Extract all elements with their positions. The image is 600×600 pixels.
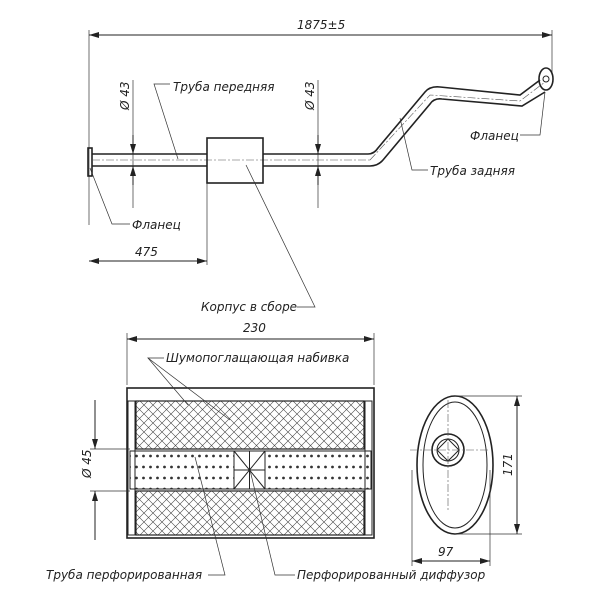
sound-absorbing-packing-top: [135, 400, 365, 450]
front-diameter-dimension: Ø 43: [118, 80, 136, 208]
label-body: Корпус в сборе: [201, 300, 297, 314]
muffler-section-view: 230 Ø 45: [46, 321, 522, 582]
muffler-body: [206, 137, 264, 184]
label-flange-left: Фланец: [132, 218, 181, 232]
flange-left: [87, 147, 93, 177]
label-perforated-diffuser: Перфорированный диффузор: [297, 568, 486, 582]
exhaust-pipe: [87, 67, 554, 184]
offset-length-dimension: 475: [89, 183, 208, 265]
overall-length-dimension: 1875±5: [88, 18, 553, 225]
rear-diameter-dimension: Ø 43: [303, 80, 321, 208]
muffler-end-view: [410, 395, 494, 535]
tube-diameter-value: Ø 45: [80, 449, 94, 479]
label-flange-right: Фланец: [470, 129, 519, 143]
muffler-length-dimension: 230: [126, 321, 375, 385]
muffler-width-value: 97: [438, 545, 454, 559]
offset-length-value: 475: [135, 245, 158, 259]
label-front-pipe: Труба передняя: [173, 80, 274, 94]
label-rear-pipe: Труба задняя: [430, 164, 515, 178]
sound-absorbing-packing-bottom: [135, 490, 365, 536]
exhaust-assembly-view: 1875±5 Ø 43 Ø 43: [87, 18, 554, 314]
muffler-width-dimension: 97: [411, 470, 491, 566]
tube-diameter-dimension: Ø 45: [80, 400, 130, 540]
perforated-diffuser: [233, 450, 266, 490]
perforated-tube-left: [129, 450, 235, 490]
front-diameter-value: Ø 43: [118, 81, 132, 111]
muffler-length-value: 230: [243, 321, 266, 335]
muffler-height-value: 171: [501, 453, 515, 476]
label-perforated-tube: Труба перфорированная: [46, 568, 202, 582]
rear-diameter-value: Ø 43: [303, 81, 317, 111]
overall-length-value: 1875±5: [297, 18, 345, 32]
label-sound-absorbing-packing: Шумопоглащающая набивка: [166, 351, 349, 365]
flange-right: [538, 67, 554, 91]
muffler-height-dimension: 171: [455, 395, 522, 535]
perforated-tube-right: [264, 450, 372, 490]
